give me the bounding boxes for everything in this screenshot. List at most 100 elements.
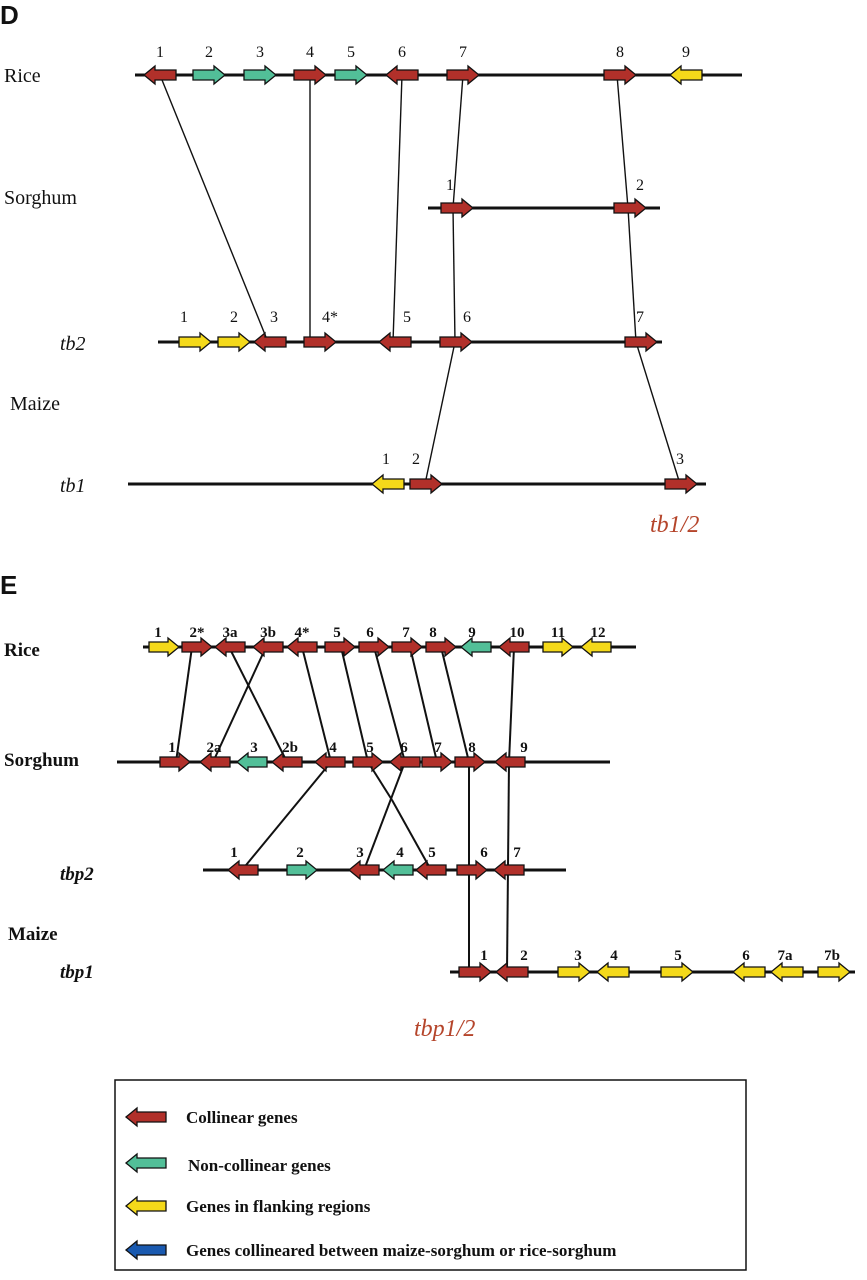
panel-e-sorghum-gene-7-label: 6	[400, 740, 408, 756]
panel-d-sorghum-gene-2-label: 2	[636, 177, 644, 194]
panel-e-tbp1-gene-1-label: 1	[480, 948, 488, 964]
legend-label-noncollinear: Non-collinear genes	[188, 1156, 331, 1175]
panel-d-tb1-gene-3-collinear-arrow	[664, 473, 699, 495]
panel-e-tbp2-gene-3-collinear-arrow	[347, 859, 380, 881]
connector-rice7-sorghum1	[452, 74, 464, 209]
panel-d-rice-gene-4-collinear-arrow	[293, 64, 328, 86]
panel-e-tbp2-gene-7-collinear-arrow	[492, 859, 525, 881]
panel-e-sorghum-gene-3-label: 3	[250, 740, 258, 756]
connector-rice7-sorghum7	[409, 646, 438, 763]
panel-e-rice-gene-1-label: 1	[154, 625, 162, 641]
panel-e-sorghum-gene-8-label: 7	[434, 740, 442, 756]
panel-d-rice-gene-3-noncollinear-arrow	[243, 64, 278, 86]
connector-rice6-sorghum6	[373, 646, 406, 763]
panel-e-sorghum-gene-3-noncollinear-arrow	[235, 751, 268, 773]
panel-d-track-label-tb1: tb1	[60, 475, 86, 497]
panel-e-tbp1-gene-5-label: 5	[674, 948, 682, 964]
panel-d-track-label-tb2: tb2	[60, 333, 86, 355]
panel-e-tbp1-gene-7-flanking-arrow	[769, 961, 804, 983]
connector-rice1-tb2-3	[159, 74, 269, 343]
panel-d-tb2-gene-2-label: 2	[230, 309, 238, 326]
panel-e-rice-gene-3-label: 3a	[223, 625, 239, 641]
panel-e-track-label-tbp1: tbp1	[60, 962, 94, 983]
panel-d-letter: D	[0, 0, 19, 30]
legend-box	[114, 1079, 747, 1271]
panel-e-locus-label: tbp1/2	[414, 1016, 475, 1042]
legend-flanking-arrow-icon	[124, 1195, 167, 1217]
panel-d-locus-label: tb1/2	[650, 512, 699, 538]
panel-d-rice-gene-5-label: 5	[347, 44, 355, 61]
panel-e-sorghum-gene-9-label: 8	[468, 740, 476, 756]
connector-tb2-7-tb1-3	[635, 341, 681, 485]
panel-e-tbp1-gene-7-label: 7a	[778, 948, 794, 964]
panel-e-rice-gene-10-noncollinear-arrow	[459, 636, 492, 658]
connector-rice8-sorghum8	[440, 646, 470, 763]
connector-cross-tbp2-5	[391, 799, 432, 871]
panel-e-tbp2-gene-2-label: 2	[296, 845, 304, 861]
panel-d-tb2-gene-3-collinear-arrow	[252, 331, 287, 353]
panel-d-tb2-gene-5-label: 5	[403, 309, 411, 326]
panel-e-rice-gene-1-flanking-arrow	[148, 636, 181, 658]
panel-e-rice-gene-4-label: 3b	[260, 625, 276, 641]
panel-e-track-label-maize: Maize	[8, 924, 58, 945]
connector-sorghum4-tbp2-1	[241, 761, 332, 871]
panel-d-tb2-gene-5-collinear-arrow	[377, 331, 412, 353]
panel-e-rice-gene-4-collinear-arrow	[251, 636, 284, 658]
panel-e-tbp2-gene-6-collinear-arrow	[456, 859, 489, 881]
panel-d-rice-gene-6-collinear-arrow	[384, 64, 419, 86]
panel-d-tb1-gene-2-label: 2	[412, 451, 420, 468]
panel-e-tbp1-gene-4-label: 4	[610, 948, 618, 964]
panel-d-sorghum-gene-2-collinear-arrow	[613, 197, 648, 219]
panel-d-track-label-maize: Maize	[10, 393, 60, 415]
panel-e-tbp1-gene-6-label: 6	[742, 948, 750, 964]
panel-d-tb2-gene-1-label: 1	[180, 309, 188, 326]
panel-e-tbp1-gene-8-flanking-arrow	[817, 961, 852, 983]
panel-e-rice-gene-5-collinear-arrow	[285, 636, 318, 658]
panel-d-track-label-rice: Rice	[4, 65, 41, 87]
legend-label-collinear: Collinear genes	[186, 1108, 298, 1127]
panel-e-tbp2-gene-4-label: 4	[396, 845, 404, 861]
panel-e-rice-gene-12-flanking-arrow	[542, 636, 575, 658]
panel-e-rice-gene-6-collinear-arrow	[324, 636, 357, 658]
panel-e-tbp2-gene-4-noncollinear-arrow	[381, 859, 414, 881]
panel-e-tbp2-gene-2-noncollinear-arrow	[286, 859, 319, 881]
legend-comaize-arrow-icon	[124, 1239, 167, 1261]
panel-e-sorghum-gene-1-label: 1	[168, 740, 176, 756]
panel-e-track-label-tbp2: tbp2	[60, 864, 94, 885]
legend-icons	[124, 1106, 167, 1261]
connector-sorghum6-tbp2-3	[363, 761, 406, 871]
connector-rice3b-sorghum2a	[212, 646, 267, 763]
panel-d-tb2-gene-4-collinear-arrow	[303, 331, 338, 353]
panel-d-tb2-gene-7-label: 7	[636, 309, 644, 326]
panel-d-rice-gene-7-label: 7	[459, 44, 467, 61]
panel-e-sorghum-gene-5-label: 4	[329, 740, 337, 756]
legend: Collinear genes Non-collinear genes Gene…	[114, 1079, 747, 1271]
panel-e-tbp2-gene-7-label: 7	[513, 845, 521, 861]
panel-e-tbp1-gene-5-flanking-arrow	[660, 961, 695, 983]
panel-d-rice-gene-3-label: 3	[256, 44, 264, 61]
panel-e-rice-gene-6-label: 5	[333, 625, 341, 641]
panel-d-sorghum-gene-1-label: 1	[446, 177, 454, 194]
panel-e-rice-gene-3-collinear-arrow	[213, 636, 246, 658]
panel-e: E Rice Sorghum tbp2 Maize tbp1	[0, 570, 855, 1042]
panel-d-tb2-gene-3-label: 3	[270, 309, 278, 326]
connector-tb2-6-tb1-2	[424, 341, 456, 485]
connector-sorghum1-tb2-6	[452, 207, 456, 343]
panel-d-tb1-gene-3-label: 3	[676, 451, 684, 468]
panel-d-tb2-gene-1-flanking-arrow	[178, 331, 213, 353]
panel-d-rice-gene-9-label: 9	[682, 44, 690, 61]
panel-d-tb1-gene-1-flanking-arrow	[370, 473, 405, 495]
panel-e-rice-gene-8-label: 7	[402, 625, 410, 641]
panel-e-sorghum-gene-9-collinear-arrow	[454, 751, 487, 773]
panel-d-rice-gene-6-label: 6	[398, 44, 406, 61]
panel-e-rice-gene-11-collinear-arrow	[497, 636, 530, 658]
panel-e-tbp1-gene-2-label: 2	[520, 948, 528, 964]
panel-d-rice-gene-4-label: 4	[306, 44, 314, 61]
connector-rice6-tb2-5	[392, 74, 403, 343]
panel-d-connectors	[159, 74, 681, 485]
panel-e-rice-gene-9-collinear-arrow	[425, 636, 458, 658]
